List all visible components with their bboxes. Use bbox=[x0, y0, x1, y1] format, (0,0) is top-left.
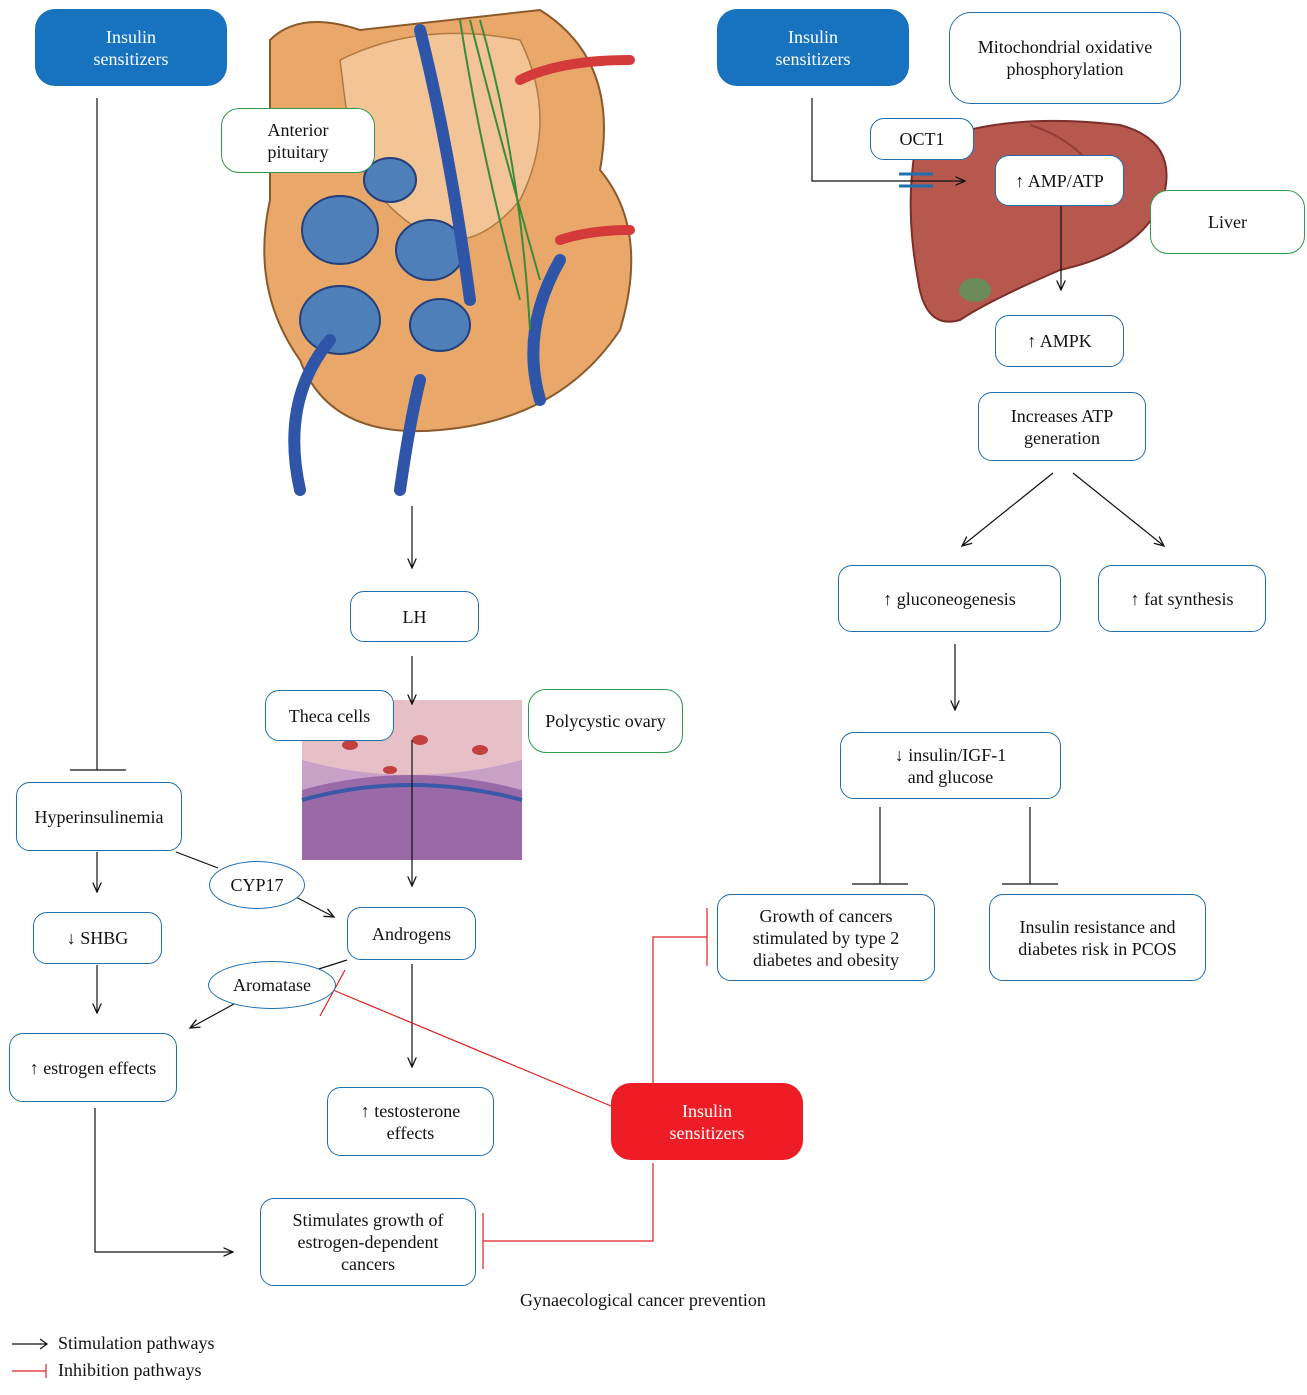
oct1-transporter-icon bbox=[899, 172, 933, 188]
legend-stimulation: Stimulation pathways bbox=[12, 1333, 215, 1354]
inhibition-to-stimulates bbox=[483, 1163, 654, 1242]
liver-label: Liver bbox=[1150, 190, 1305, 254]
inhibition-to-aromatase bbox=[332, 989, 612, 1107]
androgens-node: Androgens bbox=[347, 907, 476, 960]
connector-estrogen-to-stimulates bbox=[94, 1108, 233, 1252]
connector-aromatase-to-estrogen bbox=[190, 1003, 235, 1028]
insulin-resistance-node: Insulin resistance and diabetes risk in … bbox=[989, 894, 1206, 981]
oct1-node: OCT1 bbox=[870, 118, 974, 160]
testosterone-effects-node: ↑ testosterone effects bbox=[327, 1087, 494, 1156]
stimulation-arrow-icon bbox=[12, 1338, 49, 1349]
connector-atp-to-gluconeogenesis bbox=[962, 472, 1054, 546]
fat-synthesis-node: ↑ fat synthesis bbox=[1098, 565, 1266, 632]
stimulates-growth-node: Stimulates growth of estrogen-dependent … bbox=[260, 1198, 476, 1286]
legend-inhibition-label: Inhibition pathways bbox=[58, 1360, 202, 1380]
insulin-sensitizers-center: Insulin sensitizers bbox=[611, 1083, 803, 1160]
gluconeogenesis-node: ↑ gluconeogenesis bbox=[838, 565, 1061, 632]
legend-inhibition: Inhibition pathways bbox=[12, 1360, 201, 1381]
increases-atp-node: Increases ATP generation bbox=[978, 392, 1146, 461]
connector-atp-to-fat bbox=[1072, 472, 1164, 546]
connector-cyp17-to-androgens bbox=[291, 894, 334, 917]
polycystic-ovary-label: Polycystic ovary bbox=[528, 689, 683, 753]
hyperinsulinemia-node: Hyperinsulinemia bbox=[16, 782, 182, 851]
inhibition-bar bbox=[319, 969, 346, 1017]
ampk-node: ↑ AMPK bbox=[995, 315, 1124, 367]
growth-cancers-node: Growth of cancers stimulated by type 2 d… bbox=[717, 894, 935, 981]
legend-stimulation-label: Stimulation pathways bbox=[58, 1333, 215, 1353]
mitochondrial-oxidative-node: Mitochondrial oxidative phosphorylation bbox=[949, 12, 1181, 104]
figure-caption: Gynaecological cancer prevention bbox=[520, 1290, 766, 1310]
insulin-igf-node: ↓ insulin/IGF-1 and glucose bbox=[840, 732, 1061, 799]
insulin-sensitizers-top-right: Insulin sensitizers bbox=[717, 9, 909, 86]
aromatase-node: Aromatase bbox=[208, 961, 336, 1009]
lh-node: LH bbox=[350, 591, 479, 642]
amp-atp-node: ↑ AMP/ATP bbox=[995, 155, 1124, 206]
connector-insulin-to-amp bbox=[811, 98, 965, 181]
connector-hyper-to-cyp17 bbox=[175, 851, 219, 869]
anterior-pituitary-label: Anterior pituitary bbox=[221, 108, 375, 173]
insulin-sensitizers-top-left: Insulin sensitizers bbox=[35, 9, 227, 86]
estrogen-effects-node: ↑ estrogen effects bbox=[9, 1033, 177, 1102]
inhibition-bar-icon bbox=[12, 1363, 47, 1378]
theca-cells-node: Theca cells bbox=[265, 690, 394, 741]
inhibition-to-growth-cancers bbox=[652, 936, 707, 1083]
shbg-node: ↓ SHBG bbox=[33, 912, 162, 964]
cyp17-node: CYP17 bbox=[209, 861, 305, 909]
